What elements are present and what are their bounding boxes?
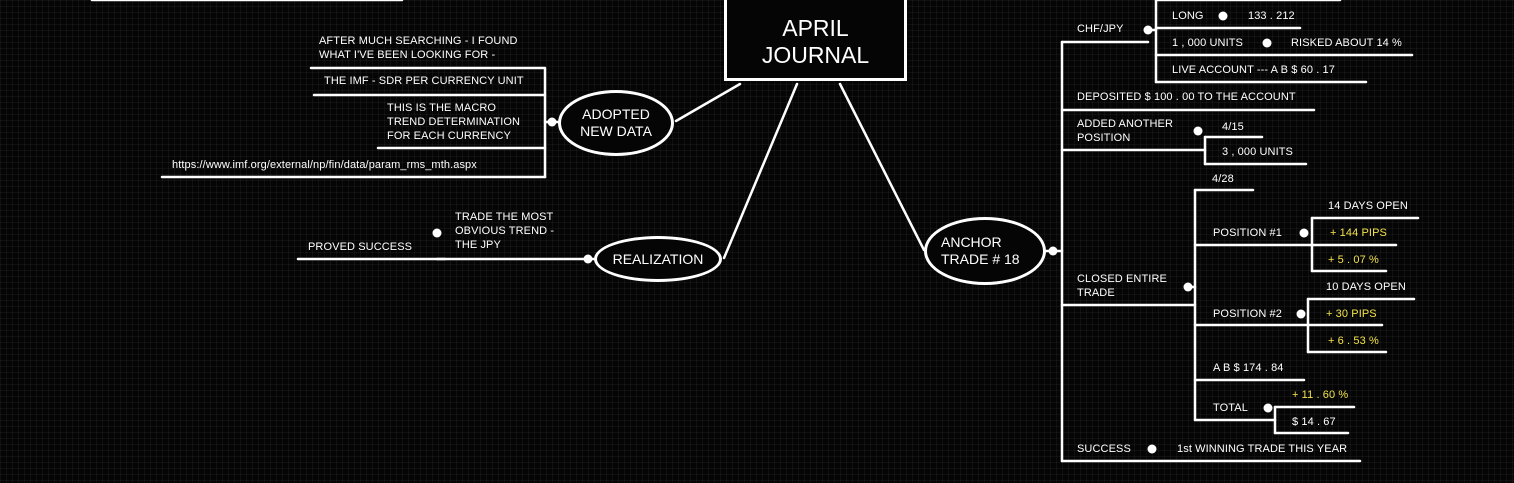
collapse-dot[interactable] (432, 228, 442, 238)
leaf-long[interactable]: LONG (1172, 10, 1204, 22)
leaf-position-1[interactable]: POSITION #1 (1213, 227, 1282, 239)
central-topic-april-journal[interactable]: APRIL JOURNAL (724, 0, 907, 81)
leaf-success-note[interactable]: 1st WINNING TRADE THIS YEAR (1177, 443, 1348, 455)
collapse-dot[interactable] (1218, 11, 1228, 21)
node-anchor-trade-18[interactable]: ANCHOR TRADE # 18 (924, 217, 1046, 285)
leaf-p2-days[interactable]: 10 DAYS OPEN (1326, 281, 1406, 293)
leaf-deposited[interactable]: DEPOSITED $ 100 . 00 TO THE ACCOUNT (1077, 91, 1296, 103)
collapse-dot[interactable] (1193, 126, 1203, 136)
leaf-proved-success[interactable]: PROVED SUCCESS (308, 241, 413, 253)
leaf-imf-sdr[interactable]: THE IMF - SDR PER CURRENCY UNIT (324, 75, 524, 87)
leaf-p1-pct[interactable]: + 5 . 07 % (1328, 254, 1379, 266)
collapse-dot[interactable] (1299, 228, 1309, 238)
collapse-dot[interactable] (1263, 403, 1273, 413)
connector-central-adopted (674, 82, 742, 123)
leaf-units[interactable]: 1 , 000 UNITS (1172, 37, 1243, 49)
leaf-total-pct[interactable]: + 11 . 60 % (1292, 389, 1349, 401)
leaf-added-position[interactable]: ADDED ANOTHER POSITION (1077, 118, 1174, 144)
leaf-closed-trade[interactable]: CLOSED ENTIRE TRADE (1077, 273, 1167, 299)
leaf-total-usd[interactable]: $ 14 . 67 (1292, 416, 1336, 428)
leaf-risked[interactable]: RISKED ABOUT 14 % (1291, 37, 1402, 49)
leaf-chf-jpy[interactable]: CHF/JPY (1077, 23, 1124, 35)
collapse-dot[interactable] (1262, 38, 1272, 48)
connector-central-anchor (838, 82, 926, 252)
leaf-p2-pips[interactable]: + 30 PIPS (1326, 308, 1377, 320)
leaf-live-account[interactable]: LIVE ACCOUNT --- A B $ 60 . 17 (1172, 64, 1335, 76)
collapse-dot[interactable] (1143, 25, 1153, 35)
node-adopted-new-data[interactable]: ADOPTED NEW DATA (558, 90, 674, 156)
leaf-closed-date[interactable]: 4/28 (1212, 173, 1234, 185)
collapse-dot[interactable] (1183, 282, 1193, 292)
connector-central-realization (722, 82, 799, 260)
leaf-imf-url-link[interactable]: https://www.imf.org/external/np/fin/data… (172, 159, 477, 171)
leaf-position-2[interactable]: POSITION #2 (1213, 308, 1282, 320)
node-realization[interactable]: REALIZATION (594, 236, 722, 282)
collapse-dot[interactable] (1296, 309, 1306, 319)
collapse-dot[interactable] (1147, 444, 1157, 454)
leaf-account-balance[interactable]: A B $ 174 . 84 (1213, 362, 1284, 374)
leaf-added-units[interactable]: 3 , 000 UNITS (1222, 146, 1293, 158)
leaf-macro-trend[interactable]: THIS IS THE MACRO TREND DETERMINATION FO… (387, 102, 521, 142)
collapse-dot[interactable] (1048, 246, 1058, 256)
collapse-dot[interactable] (583, 254, 593, 264)
leaf-p1-days[interactable]: 14 DAYS OPEN (1328, 200, 1408, 212)
leaf-found-note[interactable]: AFTER MUCH SEARCHING - I FOUND WHAT I'VE… (319, 35, 518, 61)
leaf-success[interactable]: SUCCESS (1077, 443, 1131, 455)
leaf-long-price[interactable]: 133 . 212 (1248, 10, 1295, 22)
leaf-p2-pct[interactable]: + 6 . 53 % (1328, 335, 1379, 347)
collapse-dot[interactable] (547, 117, 557, 127)
leaf-total[interactable]: TOTAL (1213, 402, 1248, 414)
leaf-trade-note[interactable]: TRADE THE MOST OBVIOUS TREND - THE JPY (455, 211, 555, 251)
leaf-p1-pips[interactable]: + 144 PIPS (1330, 227, 1387, 239)
leaf-added-date[interactable]: 4/15 (1222, 121, 1244, 133)
